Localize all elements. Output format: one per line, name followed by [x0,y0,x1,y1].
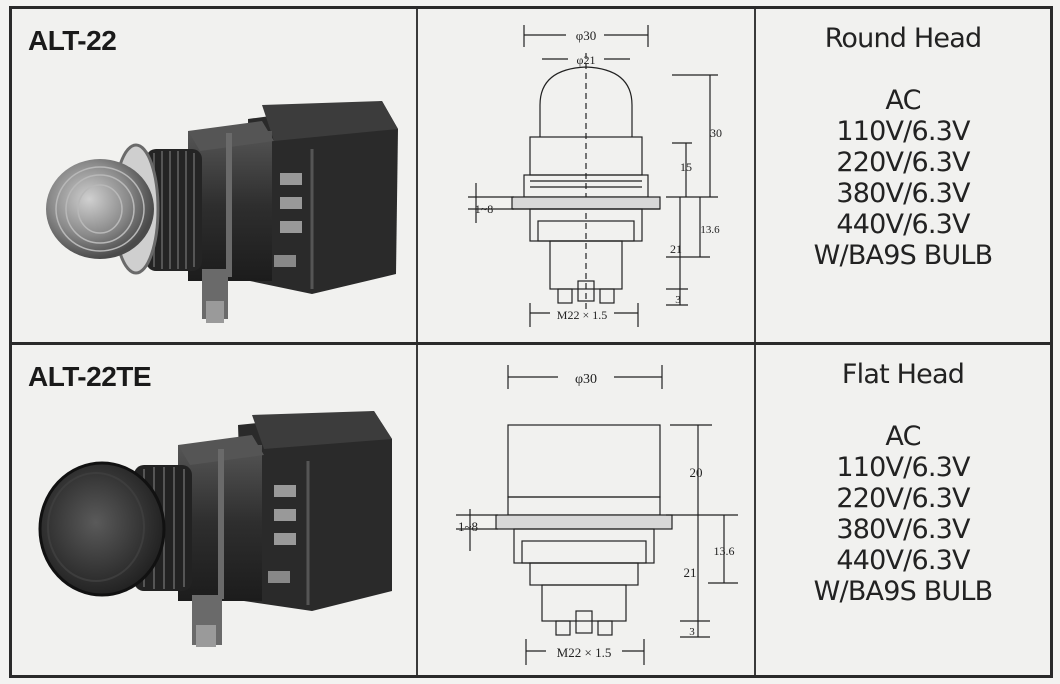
spec-list: Flat Head AC 110V/6.3V 220V/6.3V 380V/6.… [756,359,1050,607]
model-name: ALT-22TE [28,361,152,392]
head-type: Round Head [824,23,982,54]
dim-outer-diameter: φ30 [576,28,597,43]
dim-panel-thickness: 1~8 [458,519,478,534]
dim-depth-base: 3 [675,294,681,306]
spec-line: W/BA9S BULB [813,576,994,607]
spec-list: Round Head AC 110V/6.3V 220V/6.3V 380V/6… [756,23,1050,271]
spec-line: 380V/6.3V [836,514,970,545]
product-row: ALT-22 [12,9,1050,345]
dim-panel-thickness: 1~8 [475,202,494,216]
photo-cell: ALT-22TE [12,345,418,675]
pilot-lamp-flat-photo [38,411,392,647]
spec-cell: Round Head AC 110V/6.3V 220V/6.3V 380V/6… [756,9,1050,342]
dim-depth-body: 21 [684,565,697,580]
dim-depth-base: 3 [689,626,695,638]
spec-line: 220V/6.3V [836,147,970,178]
spec-cell: Flat Head AC 110V/6.3V 220V/6.3V 380V/6.… [756,345,1050,675]
dim-inner-diameter: φ21 [577,53,596,67]
spec-line: 380V/6.3V [836,178,970,209]
dim-depth-body: 21 [670,242,682,256]
spec-line: 220V/6.3V [836,483,970,514]
dim-thread: M22 × 1.5 [557,308,607,322]
dim-depth-mid: 13.6 [714,544,735,558]
spec-line: 110V/6.3V [836,116,970,147]
dim-height-top: 20 [690,465,703,480]
flat-head-dimension-drawing: φ30 20 13.6 21 3 1~8 M22 × 1.5 [456,365,738,665]
photo-cell: ALT-22 [12,9,418,342]
dim-thread: M22 × 1.5 [557,645,612,660]
dim-outer-diameter: φ30 [575,372,597,387]
spec-line: 440V/6.3V [836,209,970,240]
dim-height-total: 30 [710,126,722,140]
spec-line: W/BA9S BULB [813,240,994,271]
dimension-drawing-cell: φ30 20 13.6 21 3 1~8 M22 × 1.5 [418,345,756,675]
head-type: Flat Head [841,359,965,390]
spec-line: AC [885,85,921,116]
product-spec-table: ALT-22 [9,6,1053,678]
dim-depth-mid: 13.6 [700,224,720,236]
spec-line: AC [885,421,921,452]
round-head-dimension-drawing: φ30 φ21 30 15 13.6 21 3 1~8 M22 × 1.5 [468,25,722,327]
dim-height-top: 15 [680,160,692,174]
spec-line: 110V/6.3V [836,452,970,483]
product-row: ALT-22TE [12,345,1050,675]
spec-line: 440V/6.3V [836,545,970,576]
pilot-lamp-round-photo [46,101,398,323]
model-name: ALT-22 [28,25,117,56]
dimension-drawing-cell: φ30 φ21 30 15 13.6 21 3 1~8 M22 × 1.5 [418,9,756,342]
